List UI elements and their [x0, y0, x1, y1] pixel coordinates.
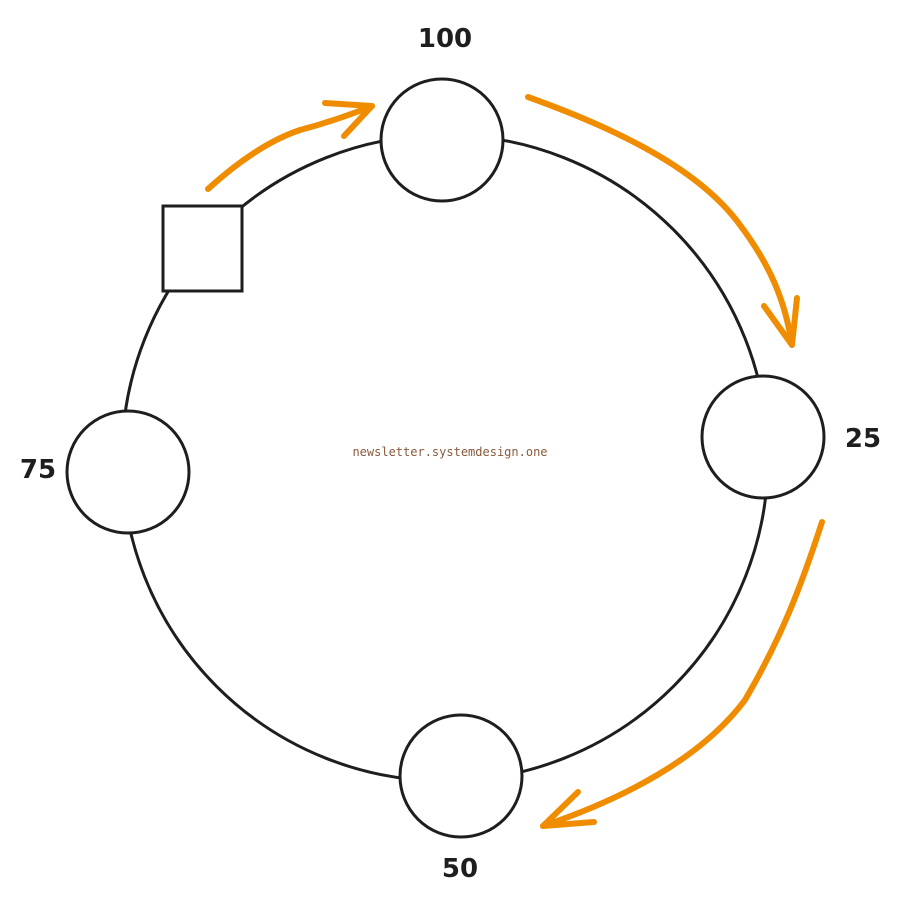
arrow-25-to-50-head — [540, 789, 597, 829]
arrow-key-to-100 — [205, 103, 375, 192]
node-50-label: 50 — [442, 854, 478, 884]
node-100-label: 100 — [418, 24, 472, 54]
node-25-label: 25 — [845, 424, 881, 454]
arrow-100-to-25-head — [761, 295, 800, 348]
arrow-25-to-50 — [540, 519, 825, 829]
key-square — [161, 204, 244, 293]
node-25-circle — [700, 374, 826, 500]
node-75-circle — [65, 409, 191, 535]
node-100-circle — [379, 77, 505, 203]
node-75-label: 75 — [20, 455, 56, 485]
watermark: newsletter.systemdesign.one — [352, 445, 547, 459]
routing-arrows — [205, 94, 825, 829]
arrow-100-to-25 — [525, 94, 795, 348]
arrow-key-to-100-head — [322, 100, 375, 139]
node-50-circle — [398, 713, 524, 839]
